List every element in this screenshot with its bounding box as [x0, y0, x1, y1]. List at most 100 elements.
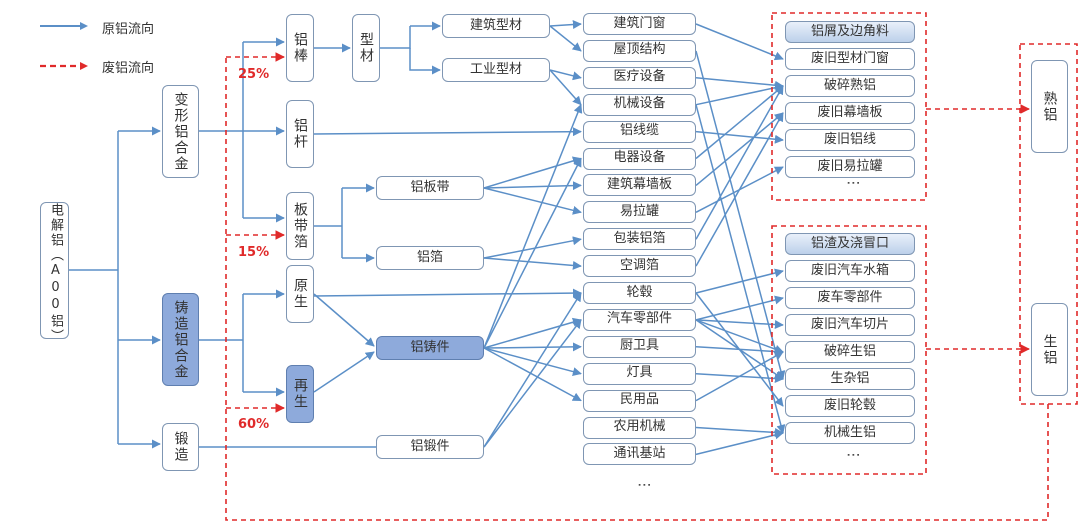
flow-to-scrap	[695, 83, 784, 106]
end-use-item: 民用品	[583, 389, 696, 412]
flow-to-iprofile	[409, 48, 441, 75]
flow-primary-wheel	[313, 288, 582, 298]
node-sheet-strip-foil: 板带箔	[286, 192, 314, 260]
end-use-item: 屋顶结构	[583, 39, 696, 62]
node-wrought-alloy: 变形铝合金	[162, 85, 199, 178]
scrap-item: 废旧汽车切片	[785, 314, 915, 336]
end-use-item: 厨卫具	[583, 335, 696, 358]
flow-to-scrap	[695, 346, 784, 357]
scrap-return-loop	[225, 57, 1049, 521]
flow-to-scrap	[695, 112, 784, 267]
node-cast-scrap-aluminum: 生铝	[1031, 303, 1068, 396]
node-wrought-scrap-aluminum: 熟铝	[1031, 60, 1068, 153]
end-use-item: 农用机械	[583, 416, 696, 439]
node-foil: 铝箔	[376, 246, 484, 270]
flow	[549, 25, 582, 52]
end-use-item: 包装铝箔	[583, 228, 696, 251]
flow	[483, 292, 582, 448]
node-primary: 原生	[286, 265, 314, 323]
flow-to-scrap	[695, 85, 784, 240]
flow-to-scrap	[695, 426, 784, 437]
scrap-item: 机械生铝	[785, 422, 915, 444]
flow-to-scrap	[695, 104, 786, 434]
cast-scrap-box	[771, 225, 927, 475]
scrap-group-header: 铝屑及边角料	[785, 21, 915, 43]
legend-scrap-flow: 废铝流向	[102, 61, 155, 76]
flow	[483, 319, 582, 448]
scrap-item: 废旧幕墙板	[785, 102, 915, 124]
scrap-item: 废旧铝线	[785, 129, 915, 151]
node-electrolytic-aluminum: 电解铝（A00铝）	[40, 202, 69, 344]
flow	[549, 20, 582, 30]
end-use-item: 机械设备	[583, 93, 696, 116]
percent-recycled: 60%	[238, 417, 270, 432]
flow-to-scrap	[695, 430, 784, 456]
flow	[483, 317, 582, 349]
node-building-profile: 建筑型材	[442, 14, 550, 38]
end-use-item: 医疗设备	[583, 66, 696, 89]
flow	[483, 347, 582, 376]
flow	[483, 181, 582, 191]
flow	[549, 69, 582, 81]
flow	[483, 157, 582, 349]
end-use-item: 铝线缆	[583, 120, 696, 143]
node-aluminum-rod: 铝棒	[286, 14, 314, 82]
flow	[483, 342, 582, 352]
node-cast-alloy: 铸造铝合金	[162, 293, 199, 386]
node-castings: 铝铸件	[376, 336, 484, 360]
end-use-item: 建筑门窗	[583, 13, 696, 35]
flow-profile	[380, 26, 411, 49]
flow-to-scrap	[695, 295, 784, 321]
flow-to-scrap	[695, 319, 784, 330]
wrought-scrap-box	[771, 12, 927, 201]
node-industrial-profile: 工业型材	[442, 58, 550, 82]
scrap-item: 废旧轮毂	[785, 395, 915, 417]
end-use-item: 易拉罐	[583, 201, 696, 224]
flow	[483, 257, 582, 270]
flow-to-scrap	[695, 85, 784, 160]
end-use-item: 灯具	[583, 362, 696, 385]
percent-sheet-strip-foil: 15%	[238, 245, 270, 260]
node-forgings: 铝锻件	[376, 435, 484, 459]
cast-scrap-more: ⋮	[845, 448, 861, 460]
flow-to-scrap	[695, 351, 784, 402]
flow	[483, 347, 582, 402]
end-use-item: 轮毂	[583, 282, 696, 304]
flow-to-scrap	[695, 23, 784, 61]
end-use-item: 通讯基站	[583, 443, 696, 466]
legend-icons	[40, 22, 88, 70]
flow-to-scrap	[695, 319, 784, 354]
flow	[483, 103, 583, 349]
scrap-item: 生杂铝	[785, 368, 915, 390]
output-box	[1019, 43, 1078, 405]
legend-primary-flow: 原铝流向	[102, 22, 155, 37]
wrought-scrap-more: ⋮	[845, 176, 861, 188]
flow-bar-cable	[313, 127, 582, 137]
scrap-item: 废车零部件	[785, 287, 915, 309]
end-use-item: 空调箔	[583, 255, 696, 278]
node-sheet-strip: 铝板带	[376, 176, 484, 200]
scrap-item: 破碎生铝	[785, 341, 915, 363]
end-uses-more: ⋮	[636, 478, 652, 490]
flow	[483, 236, 582, 259]
end-use-item: 建筑幕墙板	[583, 174, 696, 197]
flow	[483, 156, 582, 189]
flow	[549, 69, 582, 106]
end-use-item: 汽车零部件	[583, 308, 696, 331]
node-profile: 型材	[352, 14, 380, 82]
node-aluminum-bar: 铝杆	[286, 100, 314, 168]
flow	[483, 187, 582, 215]
node-forging: 锻造	[162, 423, 199, 471]
scrap-item: 破碎熟铝	[785, 75, 915, 97]
flow-recycled-castings	[313, 351, 375, 393]
percent-rod: 25%	[238, 67, 270, 82]
scrap-item: 废旧易拉罐	[785, 156, 915, 178]
flow-to-scrap	[695, 268, 784, 294]
scrap-item: 废旧型材门窗	[785, 48, 915, 70]
flow-primary-castings	[313, 293, 375, 347]
flow-to-scrap	[695, 112, 784, 186]
flow-to-scrap	[695, 77, 784, 90]
scrap-item: 废旧汽车水箱	[785, 260, 915, 282]
scrap-group-header: 铝渣及浇冒口	[785, 233, 915, 255]
